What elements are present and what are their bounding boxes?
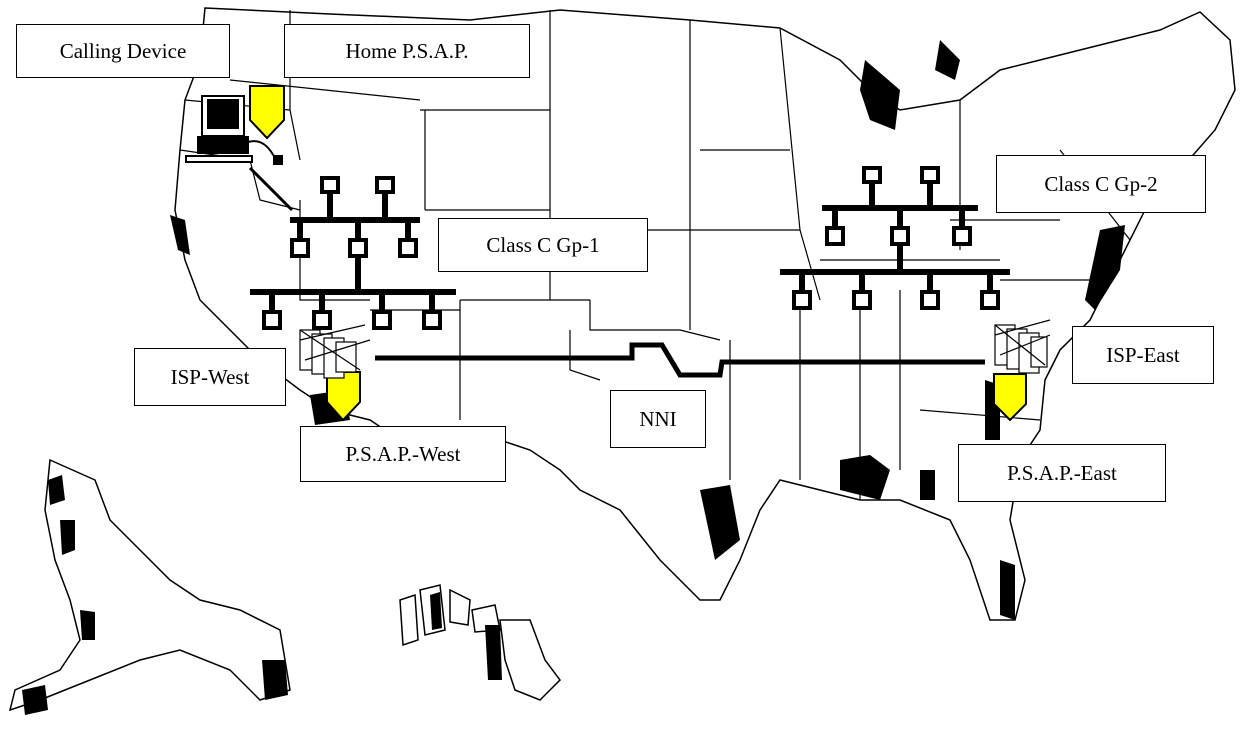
- calling-device-label: Calling Device: [16, 24, 230, 78]
- psap-east-label: P.S.A.P.-East: [958, 444, 1166, 502]
- class-c-gp1-node-icons: [262, 176, 442, 330]
- us-mainland-outline: [174, 7, 1236, 621]
- class-c-gp1-network: [250, 192, 456, 312]
- nni-label: NNI: [610, 390, 706, 448]
- isp-west-label: ISP-West: [134, 348, 286, 406]
- isp-east-router-icon: [994, 319, 1051, 374]
- nni-backbone-line: [375, 342, 985, 378]
- isp-east-label: ISP-East: [1072, 326, 1214, 384]
- class-c-gp2-label: Class C Gp-2: [996, 155, 1206, 213]
- hawaii-shading: [430, 592, 502, 680]
- class-c-gp2-node-icons: [792, 166, 1000, 310]
- alaska-outline: [8, 458, 291, 712]
- hawaii-islands: [399, 584, 561, 701]
- device-link: [248, 166, 294, 212]
- class-c-gp1-label: Class C Gp-1: [438, 218, 648, 272]
- computer-icon: [185, 95, 283, 165]
- alaska-shading: [22, 475, 288, 715]
- home-psap-label: Home P.S.A.P.: [284, 24, 530, 78]
- isp-west-router-icon: [299, 324, 371, 379]
- class-c-gp2-network: [780, 182, 1010, 292]
- psap-west-label: P.S.A.P.-West: [300, 426, 506, 482]
